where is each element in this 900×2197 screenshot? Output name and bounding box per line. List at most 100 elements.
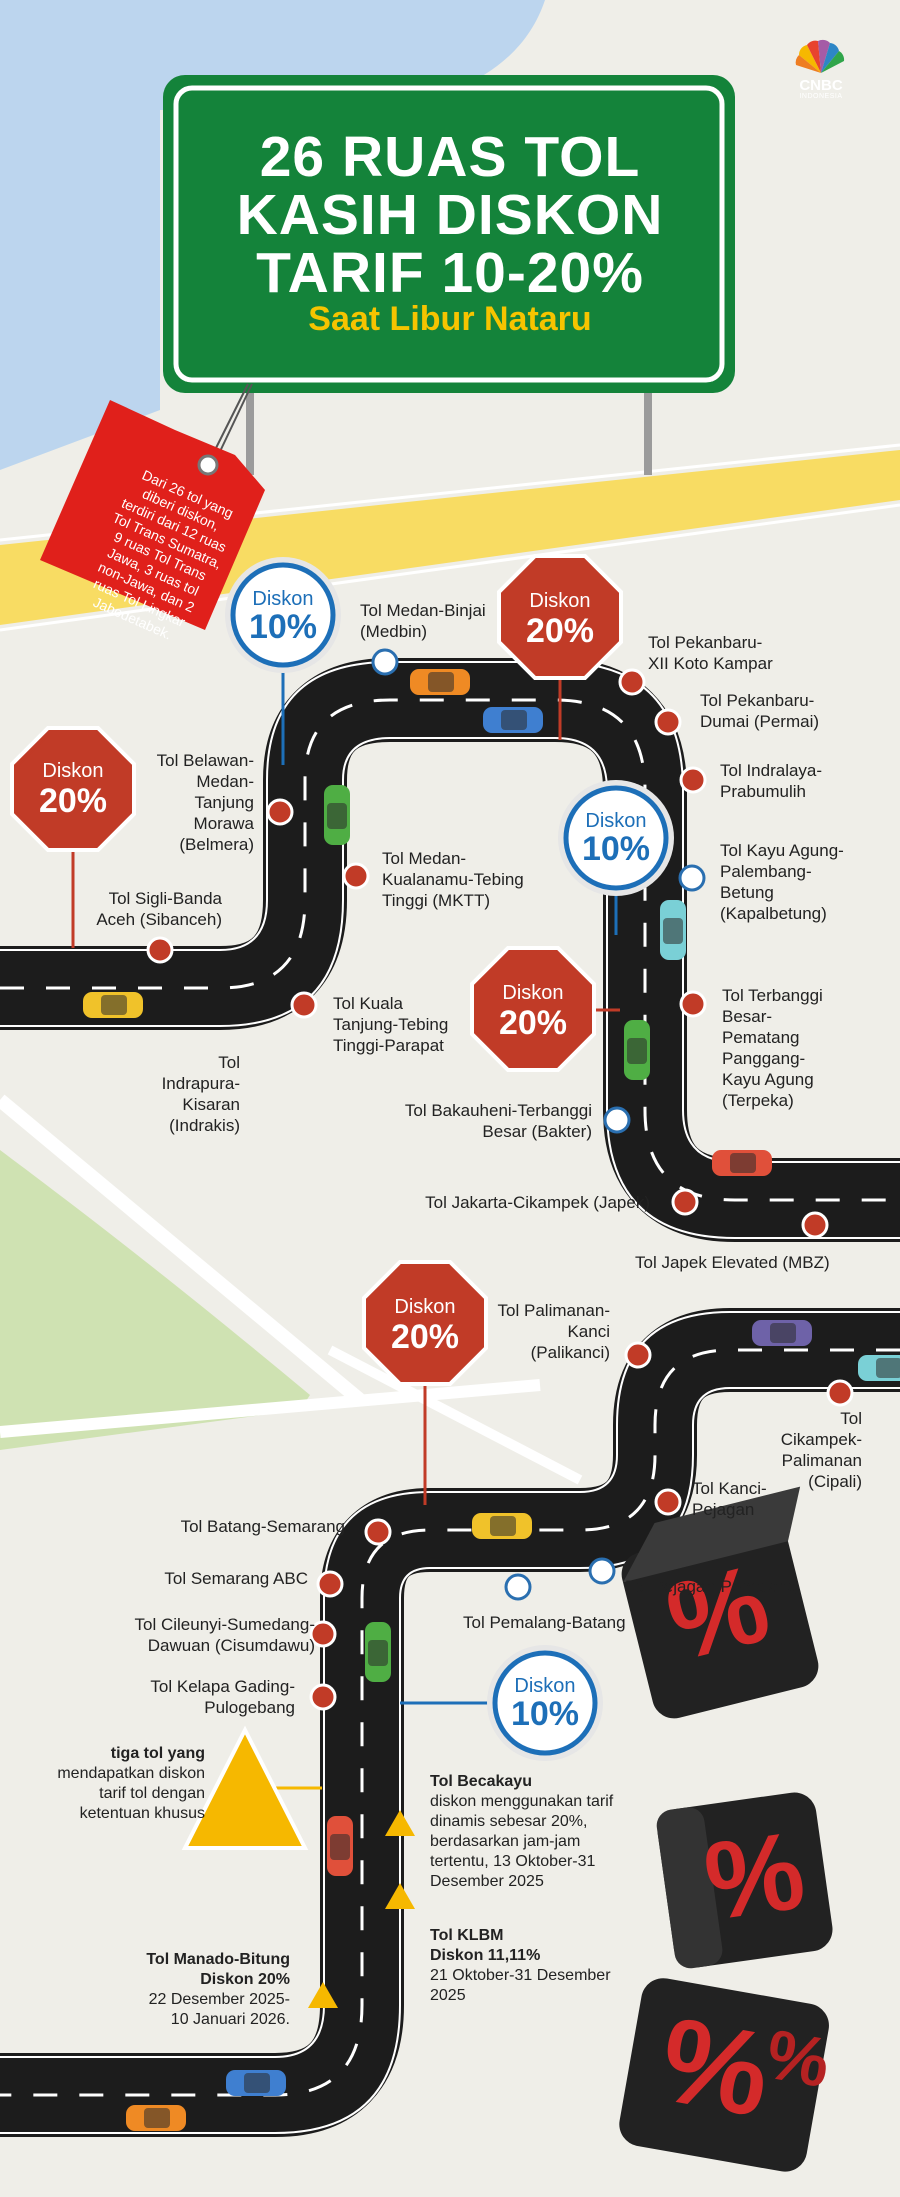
toll-label-batang: Tol Batang-Semarang: [140, 1516, 345, 1537]
toll-name: Tol Cileunyi-Sumedang-: [134, 1615, 315, 1634]
note-line: 10 Januari 2026.: [170, 2011, 290, 2028]
toll-name: Pematang: [722, 1028, 800, 1047]
peacock-icon: [795, 39, 845, 73]
sign-value: 10%: [581, 830, 651, 868]
toll-name: Medan-: [196, 772, 254, 791]
discount-sign-blue: [225, 557, 341, 673]
toll-marker: [266, 798, 294, 826]
car-icon: [365, 1622, 391, 1682]
car-icon: [624, 1020, 650, 1080]
highway-sign: [163, 75, 735, 393]
toll-name: Tol Indralaya-: [720, 761, 823, 780]
sign-word: Diskon: [42, 760, 104, 782]
warning-triangle: [181, 1725, 309, 1850]
note-line: Desember 2025: [430, 1873, 544, 1890]
discount-sign-blue: [558, 780, 674, 896]
car-icon: [660, 900, 686, 960]
note-line: tarif tol dengan: [99, 1785, 205, 1802]
toll-label-permai: Tol Pekanbaru- Dumai (Permai): [700, 690, 860, 732]
note-line: diskon menggunakan tarif: [430, 1793, 614, 1810]
toll-name: Tol Semarang ABC: [164, 1569, 308, 1588]
toll-name: Tol Kelapa Gading-: [150, 1677, 295, 1696]
toll-name: (Belmera): [179, 835, 254, 854]
percent-dice: % % % %: [619, 1486, 836, 2172]
toll-marker: [146, 936, 174, 964]
car-icon: [324, 785, 350, 845]
title-line: KASIH DISKON: [236, 183, 664, 247]
toll-name: Prabumulih: [720, 782, 806, 801]
toll-label-pemalang: Tol Pemalang-Batang: [463, 1612, 663, 1633]
toll-marker: [504, 1573, 532, 1601]
toll-name: XII Koto Kampar: [648, 654, 773, 673]
toll-label-palikanci: Tol Palimanan- Kanci (Palikanci): [470, 1300, 610, 1363]
toll-label-kelapa: Tol Kelapa Gading- Pulogebang: [130, 1676, 295, 1718]
minor-road: [0, 1094, 365, 1406]
price-tag: [40, 383, 265, 630]
warning-triangle-small: [308, 1982, 338, 2008]
car-icon: [483, 707, 543, 733]
note-title: Tol Manado-Bitung: [146, 1951, 290, 1968]
minor-road: [0, 1379, 541, 1438]
note-title: Tol KLBM: [430, 1927, 504, 1944]
sea-area: [0, 0, 545, 470]
car-icon: [712, 1150, 772, 1176]
toll-name: Tol Kayu Agung-: [720, 841, 844, 860]
toll-marker: [671, 1188, 699, 1216]
toll-name: Pejagan: [692, 1500, 755, 1519]
svg-text:%: %: [761, 2015, 836, 2103]
note-manado: Tol Manado-Bitung Diskon 20% 22 Desember…: [90, 1950, 290, 2030]
note-title: Tol Becakayu: [430, 1773, 532, 1790]
toll-name: Tanjung-Tebing: [333, 1015, 449, 1034]
car-icon: [126, 2105, 186, 2131]
sign-value: 20%: [38, 782, 108, 820]
toll-name: Tanjung: [194, 793, 254, 812]
note-line: mendapatkan diskon: [57, 1765, 205, 1782]
note-line: ketentuan khusus: [79, 1805, 205, 1822]
sign-value: 20%: [525, 612, 595, 650]
toll-name: Tol Palimanan-: [497, 1301, 610, 1320]
note-special: tiga tol yang mendapatkan diskon tarif t…: [20, 1744, 205, 1824]
toll-name: Tol Medan-Binjai: [360, 601, 486, 620]
toll-marker: [371, 648, 399, 676]
discount-sign-blue: [487, 1645, 603, 1761]
car-icon: [410, 669, 470, 695]
toll-marker: [316, 1570, 344, 1598]
sign-value: 20%: [498, 1004, 568, 1042]
sign-word: Diskon: [252, 588, 314, 610]
note-line: berdasarkan jam-jam: [430, 1833, 581, 1850]
toll-label-sibanceh: Tol Sigli-Banda Aceh (Sibanceh): [60, 888, 222, 930]
toll-name: Palembang-: [720, 862, 812, 881]
toll-marker: [624, 1341, 652, 1369]
toll-name: Aceh (Sibanceh): [96, 910, 222, 929]
toll-name: Tol Pejagan-Pemalang: [626, 1577, 798, 1596]
note-title: Diskon 20%: [200, 1971, 290, 1988]
sign-value: 20%: [390, 1318, 460, 1356]
toll-name: (Medbin): [360, 622, 428, 641]
sign-value: 10%: [510, 1695, 580, 1733]
car-icon: [327, 1816, 353, 1876]
toll-label-mbz: Tol Japek Elevated (MBZ): [635, 1252, 875, 1273]
toll-marker: [679, 766, 707, 794]
warning-triangle-small: [385, 1810, 415, 1836]
cars: [83, 669, 900, 2131]
toll-markers: [146, 648, 854, 1711]
toll-marker: [364, 1518, 392, 1546]
toll-name: Kisaran: [182, 1095, 240, 1114]
svg-text:%: %: [651, 1992, 779, 2142]
sign-word: Diskon: [394, 1296, 456, 1318]
toll-name: Dawuan (Cisumdawu): [147, 1636, 315, 1655]
toll-name: Tol Jakarta-Cikampek (Japek): [425, 1193, 650, 1212]
sign-post: [644, 380, 652, 475]
toll-name: Tol Japek Elevated (MBZ): [635, 1253, 830, 1272]
toll-name: Tinggi-Parapat: [333, 1036, 444, 1055]
toll-label-indralaya: Tol Indralaya- Prabumulih: [720, 760, 880, 802]
toll-name: Panggang-: [722, 1049, 806, 1068]
toll-label-kanci: Tol Kanci- Pejagan: [692, 1478, 812, 1520]
car-icon: [858, 1355, 900, 1381]
car-icon: [472, 1513, 532, 1539]
svg-text:%: %: [698, 1808, 812, 1943]
sign-word: Diskon: [502, 982, 564, 1004]
toll-label-terpeka: Tol Terbanggi Besar- Pematang Panggang- …: [722, 985, 882, 1111]
sign-value: 10%: [248, 608, 318, 646]
